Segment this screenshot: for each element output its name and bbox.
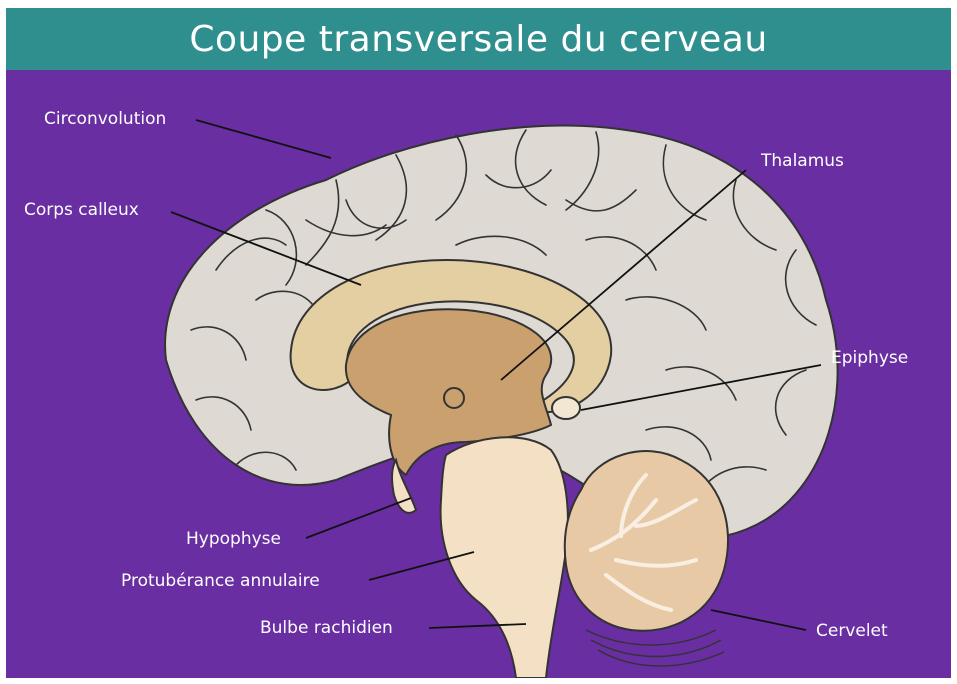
label-circonvolution: Circonvolution	[44, 109, 166, 129]
label-protuberance-annulaire: Protubérance annulaire	[121, 571, 320, 591]
label-epiphyse: Epiphyse	[831, 348, 908, 368]
label-thalamus: Thalamus	[760, 151, 844, 171]
thalamus-foramen	[444, 388, 464, 408]
label-bulbe-rachidien: Bulbe rachidien	[260, 618, 393, 638]
label-corps-calleux: Corps calleux	[24, 200, 139, 220]
brain-diagram: Circonvolution Corps calleux Thalamus Ep…	[6, 70, 951, 678]
pineal-gland	[552, 397, 580, 419]
label-hypophyse: Hypophyse	[186, 529, 281, 549]
title-bar: Coupe transversale du cerveau	[6, 8, 951, 70]
label-cervelet: Cervelet	[816, 621, 888, 641]
diagram-title: Coupe transversale du cerveau	[189, 19, 767, 60]
brainstem	[441, 437, 568, 678]
cerebellum	[565, 451, 728, 631]
cerebellum-folia	[586, 630, 724, 666]
